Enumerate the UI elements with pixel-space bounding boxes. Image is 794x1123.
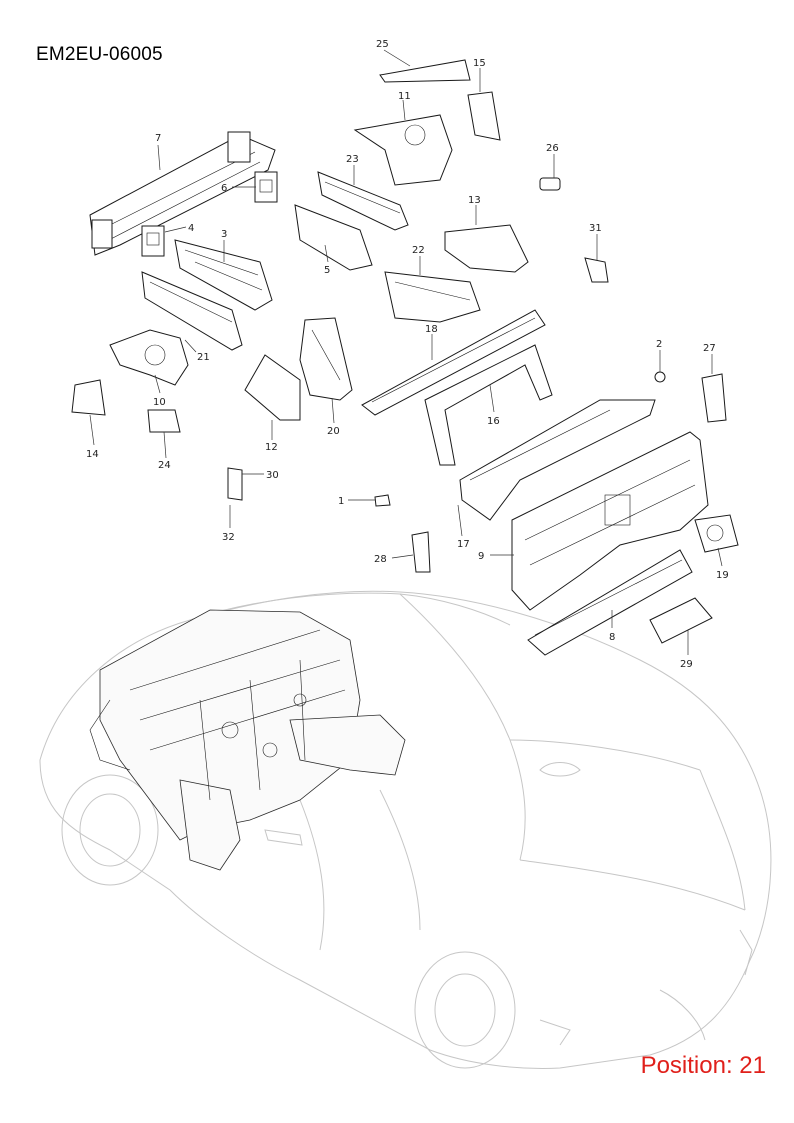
callout-31[interactable]: 31 (589, 223, 602, 234)
part-19-gasket (694, 514, 739, 553)
callout-7[interactable]: 7 (155, 133, 161, 144)
callout-23[interactable]: 23 (346, 154, 359, 165)
callout-28[interactable]: 28 (374, 554, 387, 565)
callout-15[interactable]: 15 (473, 58, 486, 69)
part-4-bracket (141, 225, 165, 257)
part-30-bracket (227, 467, 243, 501)
part-8-floor-rail (527, 549, 693, 656)
callout-17[interactable]: 17 (457, 539, 470, 550)
callout-12[interactable]: 12 (265, 442, 278, 453)
callout-32[interactable]: 32 (222, 532, 235, 543)
part-22-bracket (384, 271, 481, 323)
callout-1[interactable]: 1 (338, 496, 344, 507)
part-9-dash-panel (511, 431, 709, 611)
part-3-rail (174, 239, 273, 311)
part-17-cowl-panel (459, 399, 656, 521)
callout-8[interactable]: 8 (609, 632, 615, 643)
part-31-bracket (584, 257, 609, 283)
callout-2[interactable]: 2 (656, 339, 662, 350)
part-15-bracket (467, 91, 501, 141)
part-25-bracket (379, 59, 471, 83)
callout-11[interactable]: 11 (398, 91, 411, 102)
callout-13[interactable]: 13 (468, 195, 481, 206)
part-6-bracket (254, 171, 278, 203)
callout-10[interactable]: 10 (153, 397, 166, 408)
part-26-clip (539, 177, 561, 191)
callout-20[interactable]: 20 (327, 426, 340, 437)
callout-18[interactable]: 18 (425, 324, 438, 335)
callout-3[interactable]: 3 (221, 229, 227, 240)
callout-22[interactable]: 22 (412, 245, 425, 256)
callout-25[interactable]: 25 (376, 39, 389, 50)
part-23-cowl (317, 171, 409, 231)
callout-24[interactable]: 24 (158, 460, 171, 471)
callout-4[interactable]: 4 (188, 223, 194, 234)
part-1-clip (374, 494, 391, 507)
part-14-bracket (71, 379, 106, 416)
part-28-bracket (411, 531, 431, 573)
position-indicator: Position: 21 (640, 1052, 766, 1079)
callout-5[interactable]: 5 (324, 265, 330, 276)
part-18-crossmember (361, 309, 546, 416)
part-10-tower (109, 329, 189, 386)
part-20-pillar (299, 317, 353, 401)
callout-27[interactable]: 27 (703, 343, 716, 354)
callout-16[interactable]: 16 (487, 416, 500, 427)
part-13-pad (444, 224, 529, 273)
part-29-bracket (649, 597, 713, 644)
part-12-panel (244, 354, 301, 421)
part-5-bulkhead (294, 204, 373, 271)
callout-26[interactable]: 26 (546, 143, 559, 154)
part-24-bracket (147, 409, 181, 433)
part-2-clip (654, 371, 666, 383)
leader-lines (89, 49, 723, 655)
callout-21[interactable]: 21 (197, 352, 210, 363)
callout-29[interactable]: 29 (680, 659, 693, 670)
part-7-front-beam (89, 131, 276, 256)
part-21-rail (141, 271, 243, 351)
callout-labels: 25 15 11 7 23 26 6 13 4 3 31 22 5 18 2 2… (86, 39, 729, 670)
callout-9[interactable]: 9 (478, 551, 484, 562)
diagram-code: EM2EU-06005 (36, 44, 163, 65)
part-11-tower (353, 114, 453, 186)
car-body-structure (89, 609, 406, 871)
callout-6[interactable]: 6 (221, 183, 227, 194)
part-16-crossmember (424, 344, 553, 466)
callout-30[interactable]: 30 (266, 470, 279, 481)
car-outline (39, 590, 772, 1069)
part-27-bracket (701, 373, 727, 423)
callout-14[interactable]: 14 (86, 449, 99, 460)
callout-19[interactable]: 19 (716, 570, 729, 581)
